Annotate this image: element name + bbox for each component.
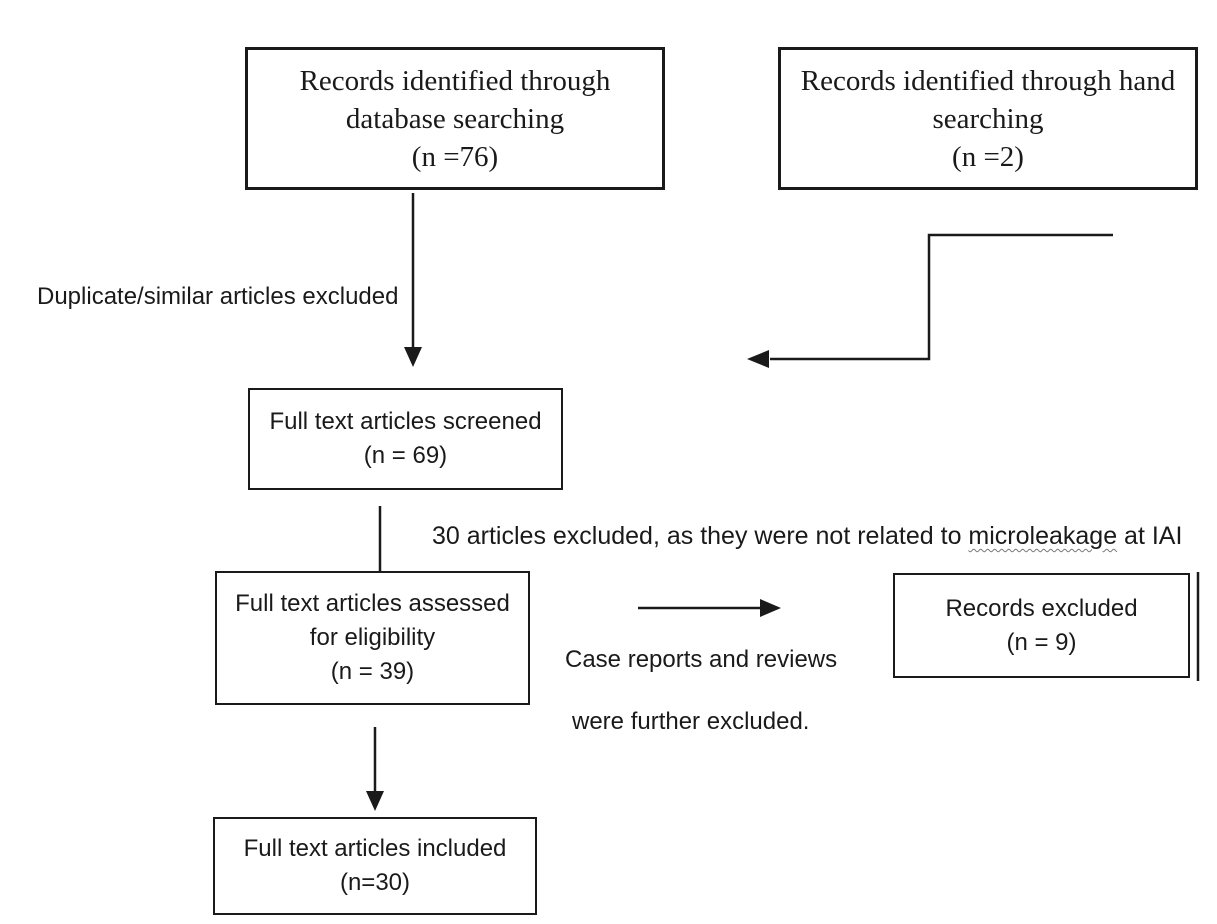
label-case-reports-line2: were further excluded. [572, 708, 810, 735]
box-line: Records identified through [299, 64, 611, 97]
box-full-text-screened: Full text articles screened (n = 69) [248, 388, 563, 490]
box-count: (n =2) [952, 140, 1024, 173]
box-records-excluded: Records excluded (n = 9) [893, 573, 1190, 678]
box-line: Full text articles assessed [235, 590, 510, 617]
box-full-text-included: Full text articles included (n=30) [213, 817, 537, 915]
box-line: Full text articles included [243, 835, 507, 862]
label-duplicate-excluded: Duplicate/similar articles excluded [37, 283, 399, 310]
label-case-reports-line1: Case reports and reviews [565, 646, 838, 673]
connector-hand-to-screened [747, 233, 1113, 368]
box-line: Records identified through hand [800, 64, 1176, 97]
label-30-articles-prefix: 30 articles excluded, as they were not r… [432, 522, 969, 550]
box-full-text-assessed: Full text articles assessed for eligibil… [215, 571, 530, 705]
box-records-database-searching: Records identified through database sear… [245, 47, 665, 190]
box-line: Full text articles screened [269, 408, 542, 435]
arrow-assessed-to-excluded [638, 599, 781, 617]
label-30-articles-suffix: at IAI [1117, 522, 1183, 550]
box-line: for eligibility [309, 624, 436, 651]
box-line: Records excluded [945, 594, 1138, 622]
box-count: (n=30) [339, 869, 411, 896]
arrow-database-to-screened [404, 193, 422, 367]
label-microleakage-misspelled-word: microleakage [968, 522, 1118, 550]
box-count: (n = 9) [1006, 628, 1077, 656]
label-30-articles-excluded: 30 articles excluded, as they were not r… [432, 521, 1182, 551]
arrow-assessed-to-included [366, 727, 384, 811]
box-line: searching [932, 102, 1044, 135]
box-line: database searching [345, 102, 565, 135]
box-records-hand-searching: Records identified through hand searchin… [778, 47, 1198, 190]
box-count: (n =76) [411, 140, 499, 173]
box-count: (n = 39) [330, 658, 415, 685]
box-count: (n = 69) [363, 442, 448, 469]
